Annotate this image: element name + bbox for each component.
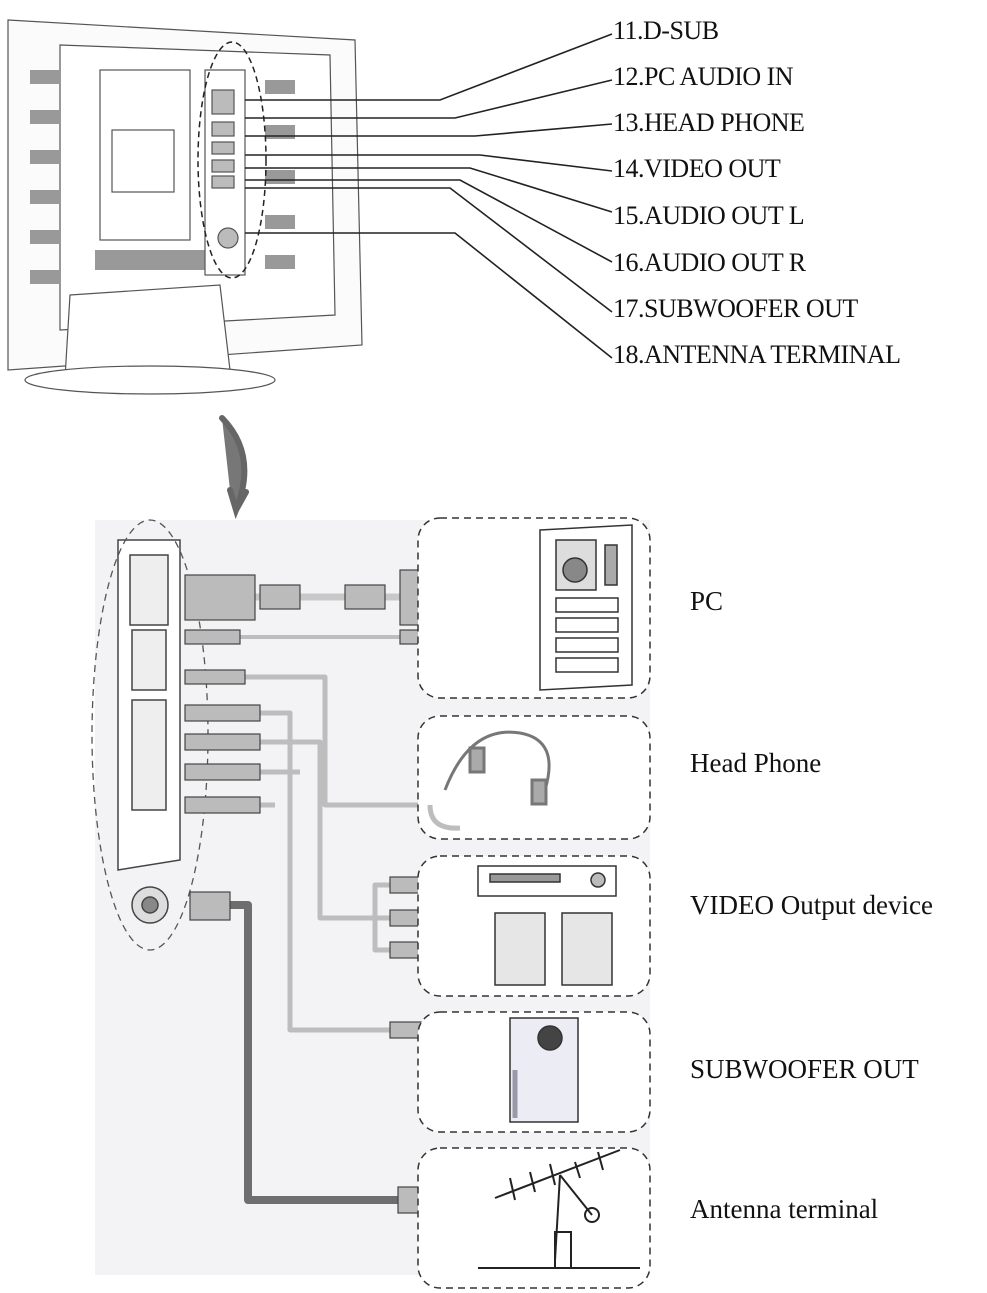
port-label-d-sub: 11.D-SUB — [613, 16, 719, 45]
port-area-highlight — [197, 41, 267, 279]
leader-lines — [245, 33, 613, 359]
port-label-audio-out-r: 16.AUDIO OUT R — [613, 248, 806, 277]
device-label-video-output-device: VIDEO Output device — [690, 890, 933, 920]
antenna-icon — [478, 1149, 640, 1269]
device-label-subwoofer-out: SUBWOOFER OUT — [690, 1054, 919, 1084]
port-label-pc-audio-in: 12.PC AUDIO IN — [613, 62, 794, 91]
port-label-subwoofer-out: 17.SUBWOOFER OUT — [613, 294, 858, 323]
monitor-rear-view — [7, 19, 363, 395]
connection-view — [91, 517, 651, 1289]
port-label-antenna-terminal: 18.ANTENNA TERMINAL — [613, 340, 901, 369]
port-label-audio-out-l: 15.AUDIO OUT L — [613, 201, 805, 230]
vent-slots-left — [30, 70, 60, 284]
pc-tower-icon — [539, 524, 633, 691]
port-jacks — [211, 89, 239, 249]
device-label-head-phone: Head Phone — [690, 748, 822, 778]
port-label-video-out: 14.VIDEO OUT — [613, 154, 781, 183]
subwoofer-icon — [509, 1017, 579, 1123]
video-output-device-icon — [477, 865, 617, 986]
headphone-icon — [427, 730, 551, 831]
head-phone-box — [417, 715, 651, 840]
down-arrow-icon — [219, 415, 249, 520]
device-label-antenna-terminal: Antenna terminal — [690, 1194, 879, 1224]
monitor-side-panel — [117, 539, 181, 924]
device-label-pc: PC — [690, 586, 724, 616]
port-label-head-phone: 13.HEAD PHONE — [613, 108, 805, 137]
antenna-box — [417, 1147, 651, 1289]
